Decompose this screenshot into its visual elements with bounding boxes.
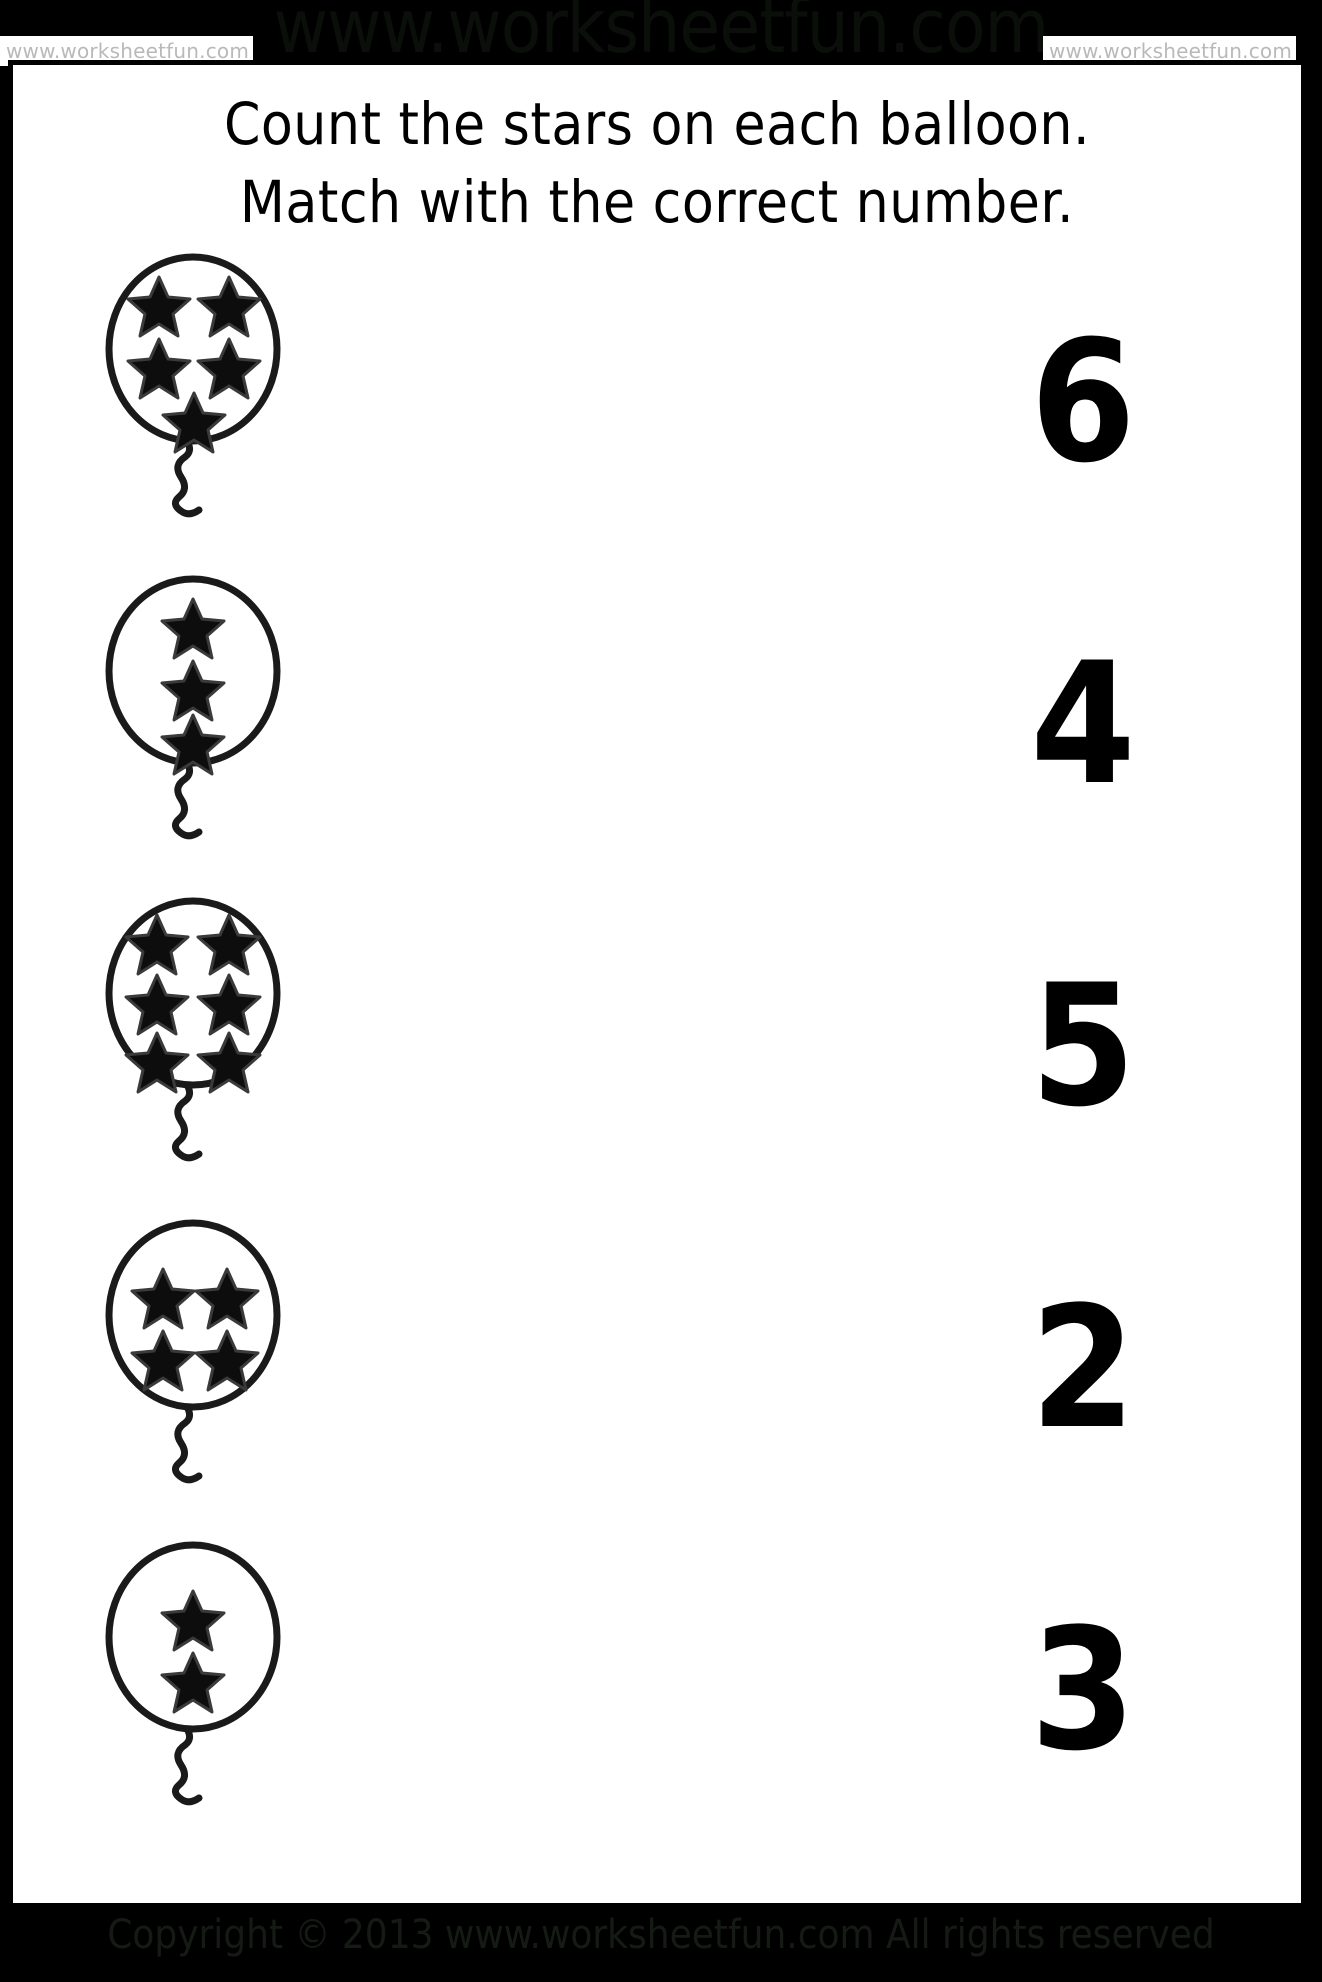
number-label: 4: [1030, 626, 1136, 822]
exercise-row: 3: [13, 1529, 1301, 1851]
number-item[interactable]: 5: [983, 885, 1183, 1207]
exercise-row: 6: [13, 241, 1301, 563]
title-line-2: Match with the correct number.: [239, 168, 1075, 236]
exercise-row: 2: [13, 1207, 1301, 1529]
balloon-item[interactable]: [97, 885, 327, 1207]
balloon-icon: [105, 1219, 281, 1484]
exercise-rows: 6 4: [13, 241, 1301, 1851]
balloon-icon: [105, 253, 281, 518]
number-label: 3: [1030, 1592, 1136, 1788]
worksheet-title: Count the stars on each balloon. Match w…: [13, 85, 1301, 241]
balloon-icon: [105, 1541, 281, 1806]
top-watermark-band: www.worksheetfun.com www.worksheetfun.co…: [0, 0, 1322, 70]
balloon-icon: [105, 897, 281, 1162]
number-item[interactable]: 6: [983, 241, 1183, 563]
exercise-row: 4: [13, 563, 1301, 885]
title-line-1: Count the stars on each balloon.: [223, 90, 1091, 158]
number-label: 2: [1030, 1270, 1136, 1466]
exercise-row: 5: [13, 885, 1301, 1207]
balloon-item[interactable]: [97, 1529, 327, 1851]
number-label: 6: [1030, 304, 1136, 500]
balloon-item[interactable]: [97, 1207, 327, 1529]
watermark-large-text: www.worksheetfun.com: [273, 0, 1050, 70]
copyright-text: Copyright © 2013 www.worksheetfun.com Al…: [107, 1912, 1215, 1958]
number-label: 5: [1030, 948, 1136, 1144]
balloon-item[interactable]: [97, 241, 327, 563]
number-item[interactable]: 3: [983, 1529, 1183, 1851]
worksheet-sheet: Count the stars on each balloon. Match w…: [8, 60, 1306, 1908]
watermark-large: www.worksheetfun.com: [0, 0, 1322, 70]
watermark-top-left: www.worksheetfun.com: [0, 36, 254, 66]
number-item[interactable]: 2: [983, 1207, 1183, 1529]
footer-band: Copyright © 2013 www.worksheetfun.com Al…: [0, 1908, 1322, 1982]
balloon-icon: [105, 575, 281, 840]
number-item[interactable]: 4: [983, 563, 1183, 885]
balloon-item[interactable]: [97, 563, 327, 885]
